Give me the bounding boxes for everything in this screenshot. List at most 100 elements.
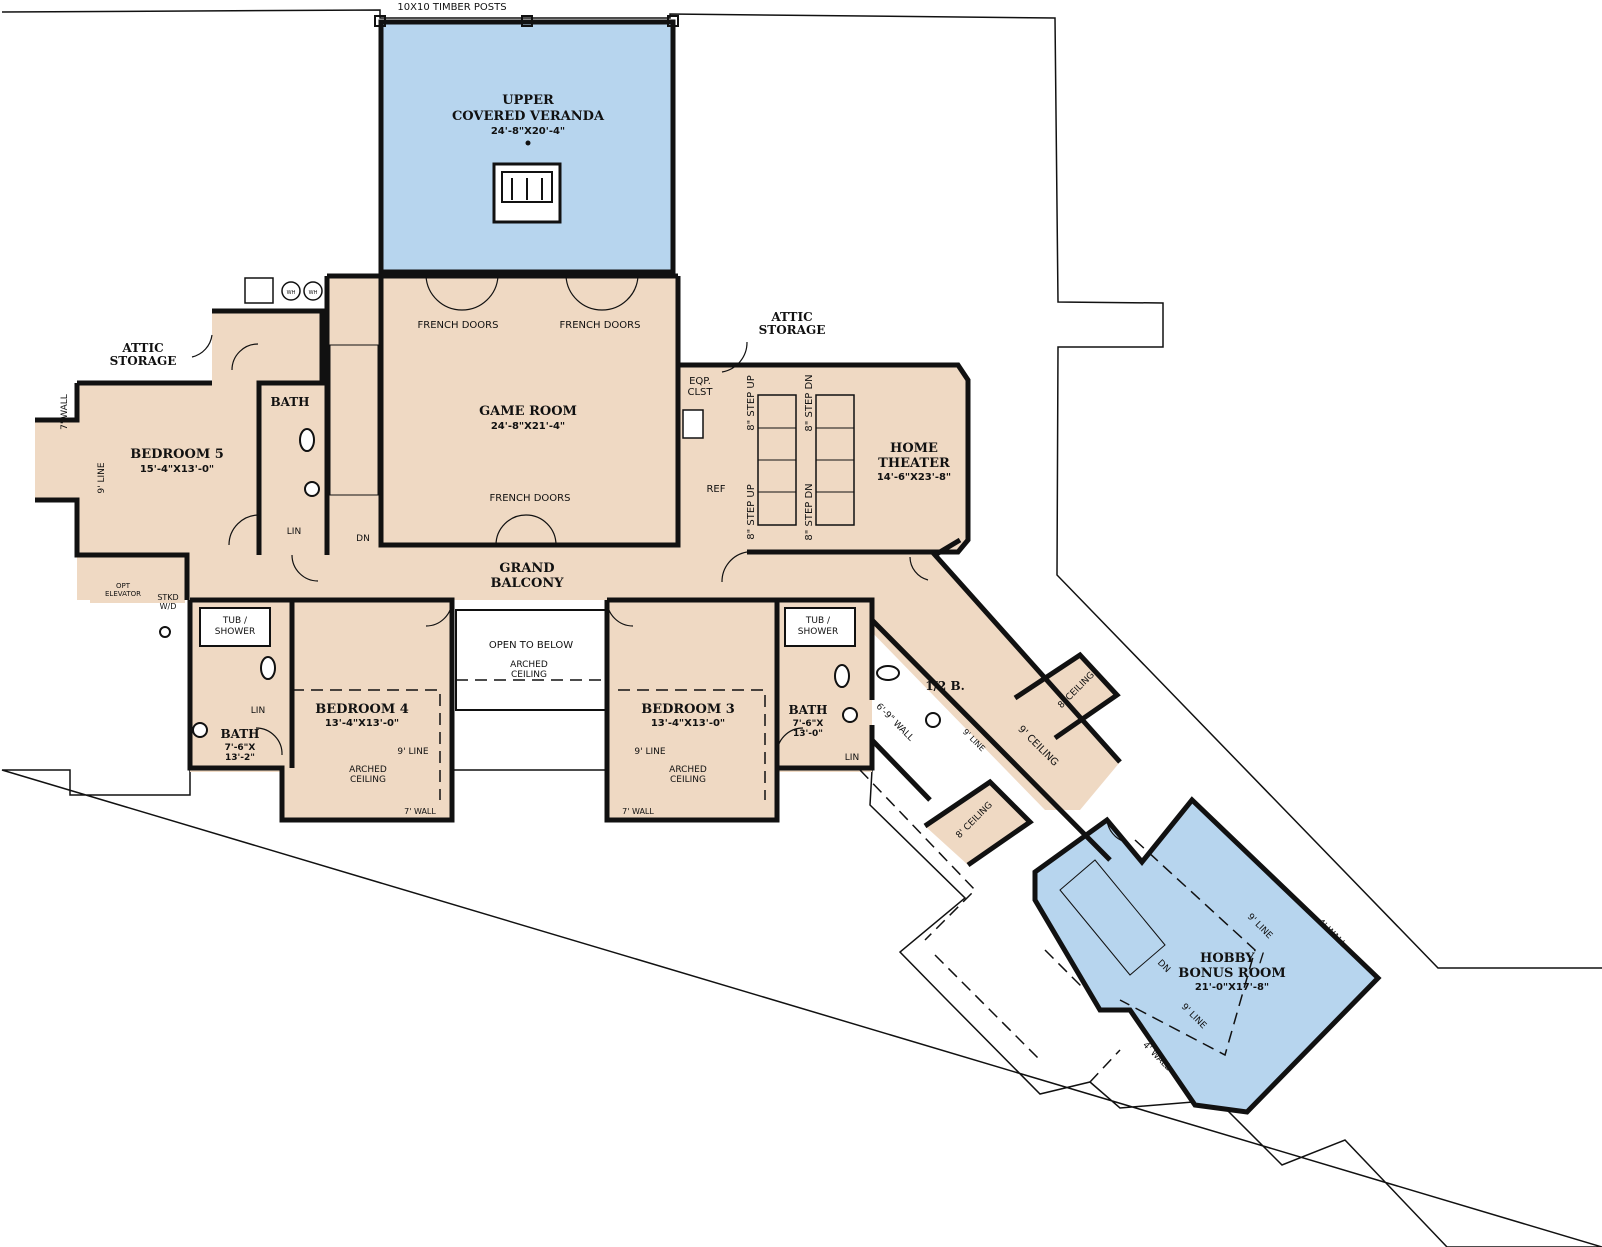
tub-left (199, 607, 271, 647)
stkd-1: STKD (157, 593, 178, 602)
dn-main: DN (356, 534, 370, 544)
game-room-name: GAME ROOM (479, 404, 577, 419)
attic-storage-left-2: STORAGE (110, 354, 177, 368)
hobby-name-1: HOBBY / (1200, 951, 1264, 966)
seven-wall-b4: 7' WALL (404, 807, 436, 816)
post-left (374, 15, 386, 27)
bedroom3-size: 13'-4"X13'-0" (651, 718, 725, 729)
nine-line-b3: 9' LINE (634, 747, 665, 757)
home-theater-size: 14'-6"X23'-8" (877, 472, 951, 483)
opt-elevator-1: OPT (116, 582, 131, 590)
tub-shower-left-1: TUB / (222, 616, 248, 626)
doors (191, 275, 1126, 843)
bedroom5-size: 15'-4"X13'-0" (140, 464, 214, 475)
french-doors-2: FRENCH DOORS (560, 320, 641, 331)
lin-b5: LIN (287, 527, 301, 537)
bath3-label: BATH (788, 703, 827, 717)
seven-wall-b3: 7' WALL (622, 807, 654, 816)
arched-ceiling-otb-1: ARCHED (510, 660, 548, 670)
hobby-room-area (1032, 796, 1382, 1115)
veranda-area (378, 19, 676, 275)
water-heater-icon (303, 281, 323, 301)
bath4-label: BATH (220, 727, 259, 741)
grand-balcony-2: BALCONY (490, 576, 564, 591)
walls (35, 273, 1122, 868)
ref-label: REF (706, 484, 725, 495)
bath3-size-1: 7'-6"X (793, 719, 824, 729)
bedroom4-name: BEDROOM 4 (315, 702, 409, 717)
tub-shower-right-2: SHOWER (798, 627, 838, 637)
bath5-label: BATH (270, 395, 309, 409)
veranda-name-2: COVERED VERANDA (452, 109, 605, 124)
bedroom3-name: BEDROOM 3 (641, 702, 735, 717)
dashed-lines (292, 679, 1256, 1083)
stkd-2: W/D (160, 602, 177, 611)
fridge-icon (682, 409, 704, 439)
game-room-size: 24'-8"X21'-4" (491, 421, 565, 432)
seven-wall-b5: 7' WALL (60, 394, 70, 430)
bath4-size-2: 13'-2" (225, 753, 255, 763)
sink-icon (192, 722, 208, 738)
attic-storage-right-1: ATTIC (770, 310, 812, 324)
arched-ceiling-otb-2: CEILING (511, 670, 547, 680)
grand-balcony-1: GRAND (499, 561, 554, 576)
opt-elevator-2: ELEVATOR (105, 590, 141, 598)
french-doors-3: FRENCH DOORS (490, 493, 571, 504)
tub-shower-left-2: SHOWER (215, 627, 255, 637)
sink-icon (304, 481, 320, 497)
sink-icon (925, 712, 941, 728)
tub-shower-right-1: TUB / (805, 616, 831, 626)
arched-ceiling-b4-1: ARCHED (349, 765, 387, 775)
hobby-size: 21'-0"X17'-8" (1195, 982, 1269, 993)
water-heater-icon (281, 281, 301, 301)
fireplace-icon (492, 162, 562, 224)
arched-ceiling-b3-1: ARCHED (669, 765, 707, 775)
french-doors-1: FRENCH DOORS (418, 320, 499, 331)
roof-outline (1, 9, 1602, 1247)
toilet-icon (299, 428, 315, 452)
open-to-below-label: OPEN TO BELOW (489, 640, 573, 651)
veranda-name-1: UPPER (502, 93, 554, 108)
attic-storage-right-2: STORAGE (759, 323, 826, 337)
fixtures (159, 277, 941, 738)
nine-line-b5: 9' LINE (97, 462, 107, 493)
half-bath-label: 1/2 B. (925, 679, 965, 693)
sink-icon (159, 626, 171, 638)
post-right (667, 15, 679, 27)
toilet-icon (260, 656, 276, 680)
bedroom4-size: 13'-4"X13'-0" (325, 718, 399, 729)
bonus-stairs (1059, 859, 1166, 976)
veranda-size: 24'-8"X20'-4" (491, 126, 565, 137)
fan-icon (525, 140, 531, 146)
attic-storage-left-1: ATTIC (121, 341, 163, 355)
eqp-clst-2: CLST (687, 387, 713, 398)
wh-label-1: WH (287, 290, 296, 296)
bedroom5-name: BEDROOM 5 (130, 447, 224, 462)
bath3-size-2: 13'-0" (793, 729, 823, 739)
eqp-clst-1: EQP. (689, 376, 711, 387)
hobby-name-2: BONUS ROOM (1178, 966, 1286, 981)
wh-label-2: WH (309, 290, 318, 296)
arched-ceiling-b3-2: CEILING (670, 775, 706, 785)
tub-right (784, 607, 856, 647)
main-stairs (329, 344, 379, 496)
post-mid (521, 15, 533, 27)
timber-posts-label: 10X10 TIMBER POSTS (397, 2, 506, 13)
six-nine-wall: 6'-9" WALL (874, 702, 916, 744)
lin-b3: LIN (845, 753, 859, 763)
appliance-icon (244, 277, 274, 304)
home-theater-2: THEATER (878, 456, 950, 471)
arched-ceiling-b4-2: CEILING (350, 775, 386, 785)
room-fills (35, 276, 1120, 865)
step-up-1: 8" STEP UP (746, 375, 757, 430)
home-theater-1: HOME (890, 441, 938, 456)
theater-seats (757, 394, 855, 526)
step-dn-1: 8" STEP DN (804, 374, 815, 431)
nine-line-b4: 9' LINE (397, 747, 428, 757)
step-dn-2: 8" STEP DN (804, 483, 815, 540)
sink-icon (842, 707, 858, 723)
bath4-size-1: 7'-6"X (225, 743, 256, 753)
lin-b4: LIN (251, 706, 265, 716)
step-up-2: 8" STEP UP (746, 484, 757, 539)
